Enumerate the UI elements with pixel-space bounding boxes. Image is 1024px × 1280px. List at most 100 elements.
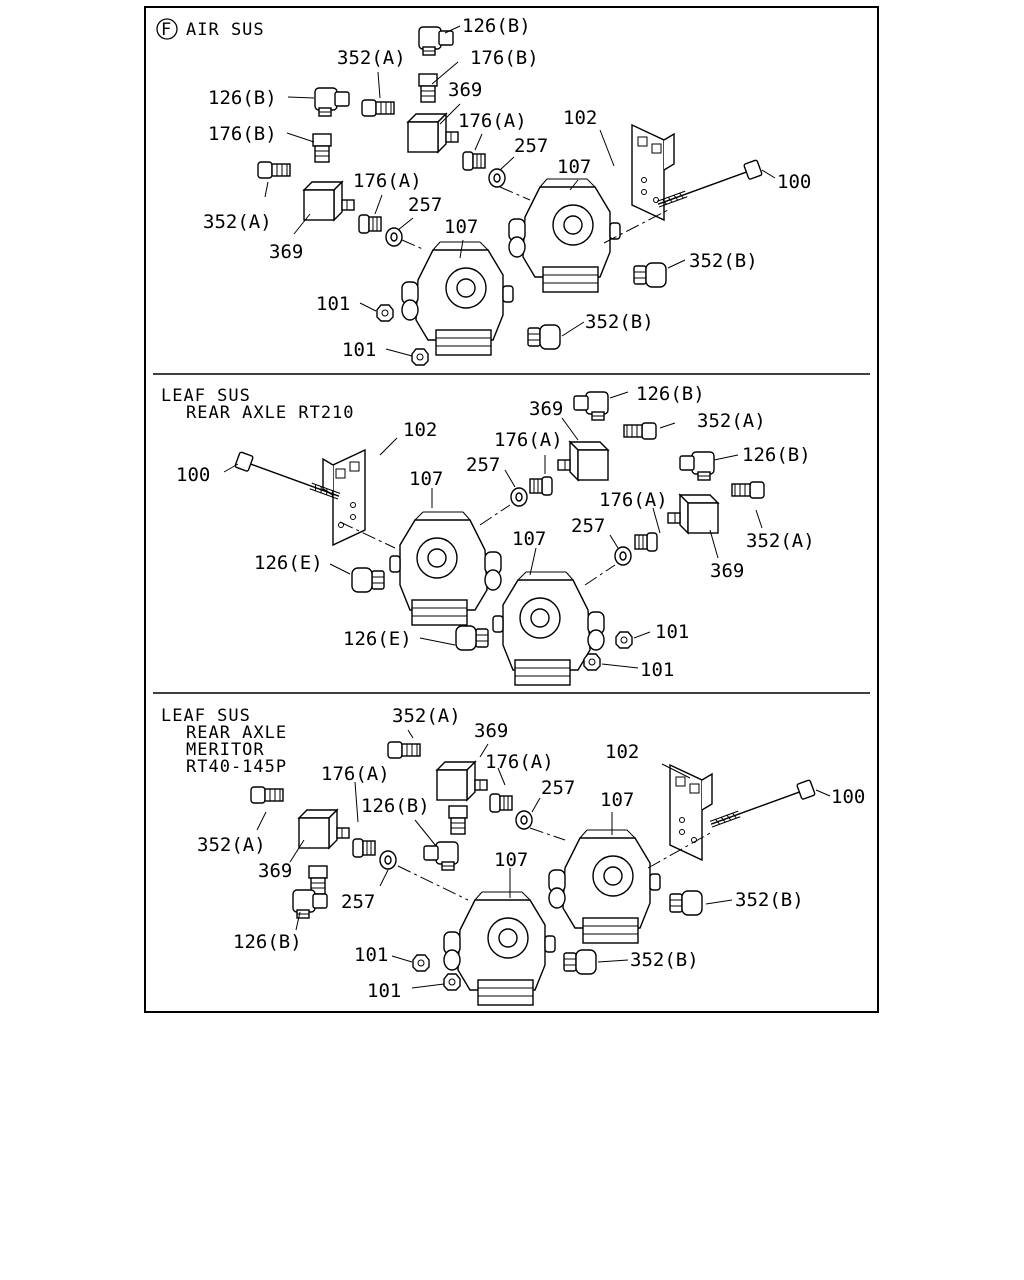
label-102: 102 [403,419,437,441]
elbow-part [679,451,715,481]
label-352a: 352(A) [392,705,461,727]
assembly-centerline [339,521,396,549]
leader-line [411,983,445,989]
valve-part [389,511,502,626]
leader-line [223,463,239,473]
leader-line [661,763,691,779]
nut-part [443,973,461,991]
label-107: 107 [557,156,591,178]
label-257: 257 [341,891,375,913]
nipple-part [623,422,657,440]
nipple-part [731,481,765,499]
plug-part [669,890,703,916]
assembly-centerline [603,209,669,244]
leader-line [286,132,315,143]
leader-line [459,239,464,259]
straight-part [418,73,438,103]
leader-line [561,417,579,441]
section-leaf-sus-rt210: LEAF SUS REAR AXLE RT210 [161,383,815,686]
leader-line [439,103,461,125]
leader-line [705,899,733,905]
leader-line [397,217,414,231]
label-352a: 352(A) [203,211,272,233]
section-title-3-line3: MERITOR [186,740,265,760]
block-part [298,809,350,849]
label-352b: 352(B) [630,949,699,971]
leader-line [709,529,719,559]
leader-line [659,422,676,429]
block-part [436,761,488,801]
label-126b: 126(B) [636,383,705,405]
label-369: 369 [258,860,292,882]
leader-line [713,454,739,461]
nut-part [583,653,601,671]
label-352a: 352(A) [697,410,766,432]
washer-part [379,850,397,870]
label-369: 369 [710,560,744,582]
nipple-part [257,161,291,179]
label-369: 369 [529,398,563,420]
label-257: 257 [514,135,548,157]
leader-line [633,631,651,639]
leader-line [293,213,311,235]
label-369: 369 [269,241,303,263]
leader-line [407,729,414,739]
label-101: 101 [354,944,388,966]
section-title-2-line2: REAR AXLE RT210 [186,403,355,423]
elbow-part [314,87,350,117]
leader-line [609,534,619,549]
label-352b: 352(B) [735,889,804,911]
nut-part [376,304,394,322]
leader-line [474,133,483,151]
plug-part [563,949,597,975]
label-101: 101 [655,621,689,643]
label-107: 107 [409,468,443,490]
leader-line [287,96,315,99]
label-352a: 352(A) [746,530,815,552]
elbow-part [292,889,328,919]
leader-line [431,61,459,85]
elbow-part [573,391,609,421]
leader-line [295,911,301,931]
leader-line [761,169,776,179]
label-102: 102 [563,107,597,129]
assembly-centerline [397,865,469,901]
section-title-3-line1: LEAF SUS [161,706,251,726]
leader-line [359,302,377,312]
assembly-centerline [647,831,713,869]
fitting-part [462,151,486,171]
block-part [557,441,609,481]
assembly-centerline [401,239,426,251]
fitting-part [634,532,658,552]
leader-line [601,663,639,669]
leader-line [529,547,537,576]
leader-line [329,563,351,575]
leader-line [379,437,398,456]
washer-part [385,227,403,247]
label-126b: 126(B) [361,795,430,817]
leader-line [354,781,359,823]
leader-line [444,25,461,34]
label-176a: 176(A) [494,429,563,451]
valve-part [401,241,514,356]
leader-line [289,839,305,863]
label-101: 101 [342,339,376,361]
leader-line [499,156,515,171]
leader-line [597,959,629,963]
section-title-3-line2: REAR AXLE [186,723,287,743]
label-257: 257 [466,454,500,476]
section-mark-circle [156,18,178,40]
label-107: 107 [512,528,546,550]
leader-line [569,179,579,191]
label-100: 100 [777,171,811,193]
label-369: 369 [448,79,482,101]
label-101: 101 [316,293,350,315]
diagram-frame [144,6,879,1013]
label-352a: 352(A) [197,834,266,856]
nut-part [412,954,430,972]
label-176a: 176(A) [353,170,422,192]
nut-part [615,631,633,649]
nipple-part [387,741,421,759]
assembly-centerline [584,564,616,586]
label-107: 107 [444,216,478,238]
